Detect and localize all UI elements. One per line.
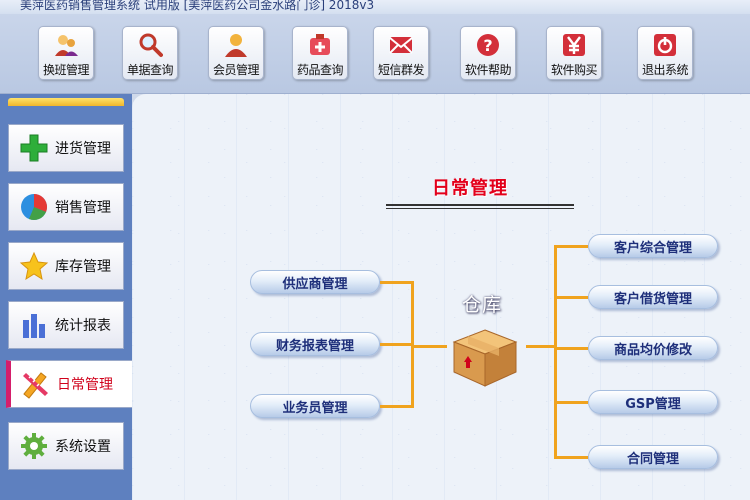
sidebar-item-system-settings[interactable]: 系统设置 — [8, 422, 124, 470]
sidebar-item-label: 统计报表 — [55, 318, 111, 334]
pill-label: 供应商管理 — [282, 276, 348, 292]
sidebar-item-sales[interactable]: 销售管理 — [8, 183, 124, 231]
connector-line — [554, 456, 588, 459]
svg-text:?: ? — [483, 36, 492, 55]
window-title: 美萍医药销售管理系统 试用版 [美萍医药公司金水路门诊] 2018v3 — [20, 0, 375, 12]
envelope-icon — [388, 32, 414, 58]
section-title: 日常管理 — [432, 178, 508, 199]
sms-broadcast-label: 短信群发 — [377, 63, 425, 77]
sidebar-item-label: 系统设置 — [55, 439, 111, 455]
connector-line — [380, 405, 412, 408]
pill-label: GSP管理 — [625, 396, 681, 412]
shift-change-icon — [53, 32, 79, 58]
sms-broadcast-button[interactable]: 短信群发 — [373, 26, 429, 80]
sidebar-top-strip — [8, 98, 124, 106]
salesperson-management-button[interactable]: 业务员管理 — [250, 394, 380, 418]
title-underline — [386, 204, 574, 206]
exit-system-label: 退出系统 — [641, 63, 689, 77]
pill-label: 商品均价修改 — [613, 342, 692, 358]
green-plus-icon — [17, 131, 51, 165]
software-help-label: 软件帮助 — [464, 63, 512, 77]
software-purchase-label: 软件购买 — [550, 63, 598, 77]
pill-label: 合同管理 — [626, 451, 679, 467]
shift-change-label: 换班管理 — [42, 63, 90, 77]
medicine-query-label: 药品查询 — [296, 63, 344, 77]
gear-icon — [17, 429, 51, 463]
receipt-query-button[interactable]: 单据查询 — [122, 26, 178, 80]
pill-label: 财务报表管理 — [275, 338, 354, 354]
sidebar-item-purchase[interactable]: 进货管理 — [8, 124, 124, 172]
member-management-label: 会员管理 — [212, 63, 260, 77]
contract-management-button[interactable]: 合同管理 — [588, 445, 718, 469]
customer-management-button[interactable]: 客户综合管理 — [588, 234, 718, 258]
main-panel: 日常管理 供应商管理 财务报表管理 业务员管理 仓库 客户综合管理 — [132, 94, 750, 500]
financial-report-management-button[interactable]: 财务报表管理 — [250, 332, 380, 356]
software-help-button[interactable]: ? 软件帮助 — [460, 26, 516, 80]
exit-system-button[interactable]: 退出系统 — [637, 26, 693, 80]
shift-change-button[interactable]: 换班管理 — [38, 26, 94, 80]
bar-chart-icon — [17, 308, 51, 342]
sidebar-item-reports[interactable]: 统计报表 — [8, 301, 124, 349]
supplier-management-button[interactable]: 供应商管理 — [250, 270, 380, 294]
medicine-box-icon — [307, 32, 333, 58]
connector-line — [411, 345, 447, 348]
warehouse-box-icon[interactable] — [450, 326, 520, 388]
power-icon — [652, 32, 678, 58]
pill-label: 客户借货管理 — [613, 291, 692, 307]
software-purchase-button[interactable]: 软件购买 — [546, 26, 602, 80]
help-icon: ? — [475, 32, 501, 58]
pill-label: 客户综合管理 — [613, 240, 692, 256]
magnifier-icon — [137, 32, 163, 58]
pie-chart-icon — [17, 190, 51, 224]
sidebar-item-inventory[interactable]: 库存管理 — [8, 242, 124, 290]
connector-line — [554, 245, 557, 459]
medicine-query-button[interactable]: 药品查询 — [292, 26, 348, 80]
sidebar-item-label: 销售管理 — [55, 200, 111, 216]
gsp-management-button[interactable]: GSP管理 — [588, 390, 718, 414]
yen-icon — [561, 32, 587, 58]
member-icon — [223, 32, 249, 58]
window-titlebar: 美萍医药销售管理系统 试用版 [美萍医药公司金水路门诊] 2018v3 — [0, 0, 750, 14]
pill-label: 业务员管理 — [282, 400, 348, 416]
connector-line — [554, 401, 588, 404]
main-toolbar: 换班管理 单据查询 会员管理 药品查询 短信群发 ? 软件帮助 软件购买 — [0, 14, 750, 94]
connector-line — [526, 345, 556, 348]
average-price-modify-button[interactable]: 商品均价修改 — [588, 336, 718, 360]
member-management-button[interactable]: 会员管理 — [208, 26, 264, 80]
warehouse-label: 仓库 — [462, 294, 503, 316]
receipt-query-label: 单据查询 — [126, 63, 174, 77]
sidebar-item-label: 进货管理 — [55, 141, 111, 157]
customer-borrowing-button[interactable]: 客户借货管理 — [588, 285, 718, 309]
connector-line — [554, 347, 588, 350]
connector-line — [411, 281, 414, 408]
title-underline-secondary — [386, 208, 574, 209]
sidebar-item-label: 库存管理 — [55, 259, 111, 275]
star-icon — [17, 249, 51, 283]
connector-line — [380, 281, 412, 284]
sidebar-item-label: 日常管理 — [57, 377, 113, 393]
connector-line — [380, 343, 412, 346]
sidebar-item-daily-management[interactable]: 日常管理 — [6, 360, 132, 408]
sidebar: 进货管理 销售管理 库存管理 统计报表 日常管理 系统设置 — [0, 94, 132, 500]
connector-line — [554, 296, 588, 299]
connector-line — [554, 245, 588, 248]
pencil-ruler-icon — [19, 367, 53, 401]
